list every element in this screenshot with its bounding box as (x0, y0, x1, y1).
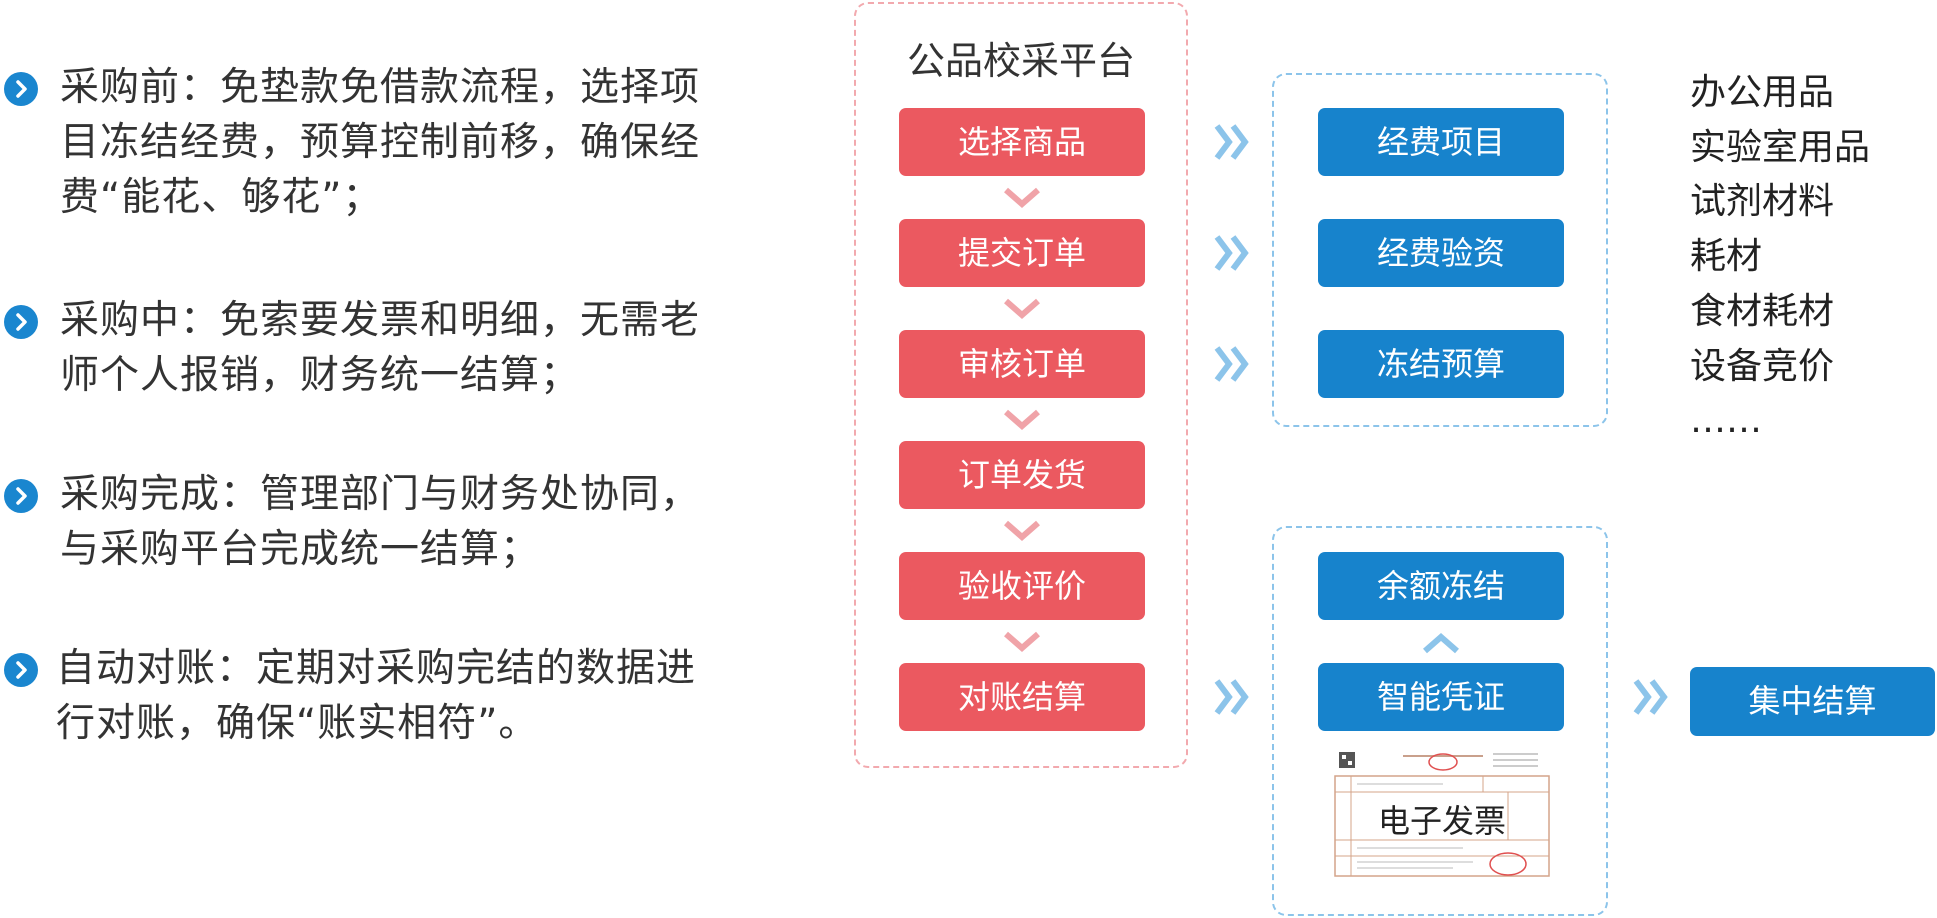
step-select-goods: 选择商品 (899, 108, 1145, 176)
step-reconcile-settle: 对账结算 (899, 663, 1145, 731)
chevron-right-circle-icon (4, 479, 38, 513)
smart-voucher: 智能凭证 (1318, 663, 1564, 731)
freeze-budget: 冻结预算 (1318, 330, 1564, 398)
category-item: 试剂材料 (1690, 181, 1835, 223)
chevron-up-icon (1423, 633, 1459, 654)
chevron-down-icon (1004, 409, 1040, 430)
fund-verification: 经费验资 (1318, 219, 1564, 287)
step-acceptance-review: 验收评价 (899, 552, 1145, 620)
invoice-label: 电子发票 (1377, 802, 1506, 840)
chevron-right-circle-icon (4, 653, 38, 687)
chevron-down-icon (1004, 631, 1040, 652)
bullet-text: 自动对账：定期对采购完结的数据进 行对账，确保“账实相符”。 (56, 646, 697, 746)
step-ship-order: 订单发货 (899, 441, 1145, 509)
double-chevron-right-icon (1214, 235, 1249, 271)
chevron-down-icon (1004, 520, 1040, 541)
category-item: 耗材 (1690, 236, 1763, 278)
platform-title: 公品校采平台 (906, 39, 1135, 83)
centralized-settlement: 集中结算 (1690, 667, 1935, 736)
fund-project: 经费项目 (1318, 108, 1564, 176)
chevron-right-circle-icon (4, 305, 38, 339)
double-chevron-right-icon (1633, 679, 1668, 715)
category-item: 实验室用品 (1690, 126, 1871, 168)
step-review-order: 审核订单 (899, 330, 1145, 398)
category-item: …… (1690, 400, 1762, 442)
chevron-down-icon (1004, 298, 1040, 319)
double-chevron-right-icon (1214, 679, 1249, 715)
category-list: 办公用品 实验室用品 试剂材料 耗材 食材耗材 设备竞价 …… (1690, 66, 1930, 449)
category-item: 办公用品 (1690, 72, 1835, 113)
category-item: 设备竞价 (1690, 345, 1835, 387)
bullet-text: 采购中：免索要发票和明细，无需老 师个人报销，财务统一结算； (60, 298, 701, 398)
chevron-down-icon (1004, 187, 1040, 208)
category-item: 食材耗材 (1690, 290, 1835, 332)
double-chevron-right-icon (1214, 346, 1249, 382)
funding-container (1272, 73, 1608, 427)
balance-freeze: 余额冻结 (1318, 552, 1564, 620)
voucher-container (1272, 526, 1608, 916)
invoice-icon (1333, 748, 1551, 883)
platform-container (854, 2, 1188, 768)
bullet-text: 采购完成：管理部门与财务处协同， 与采购平台完成统一结算； (60, 472, 701, 572)
double-chevron-right-icon (1214, 124, 1249, 160)
chevron-right-circle-icon (4, 72, 38, 106)
bullet-text: 采购前：免垫款免借款流程，选择项 目冻结经费，预算控制前移，确保经 费“能花、够… (60, 65, 701, 220)
step-submit-order: 提交订单 (899, 219, 1145, 287)
